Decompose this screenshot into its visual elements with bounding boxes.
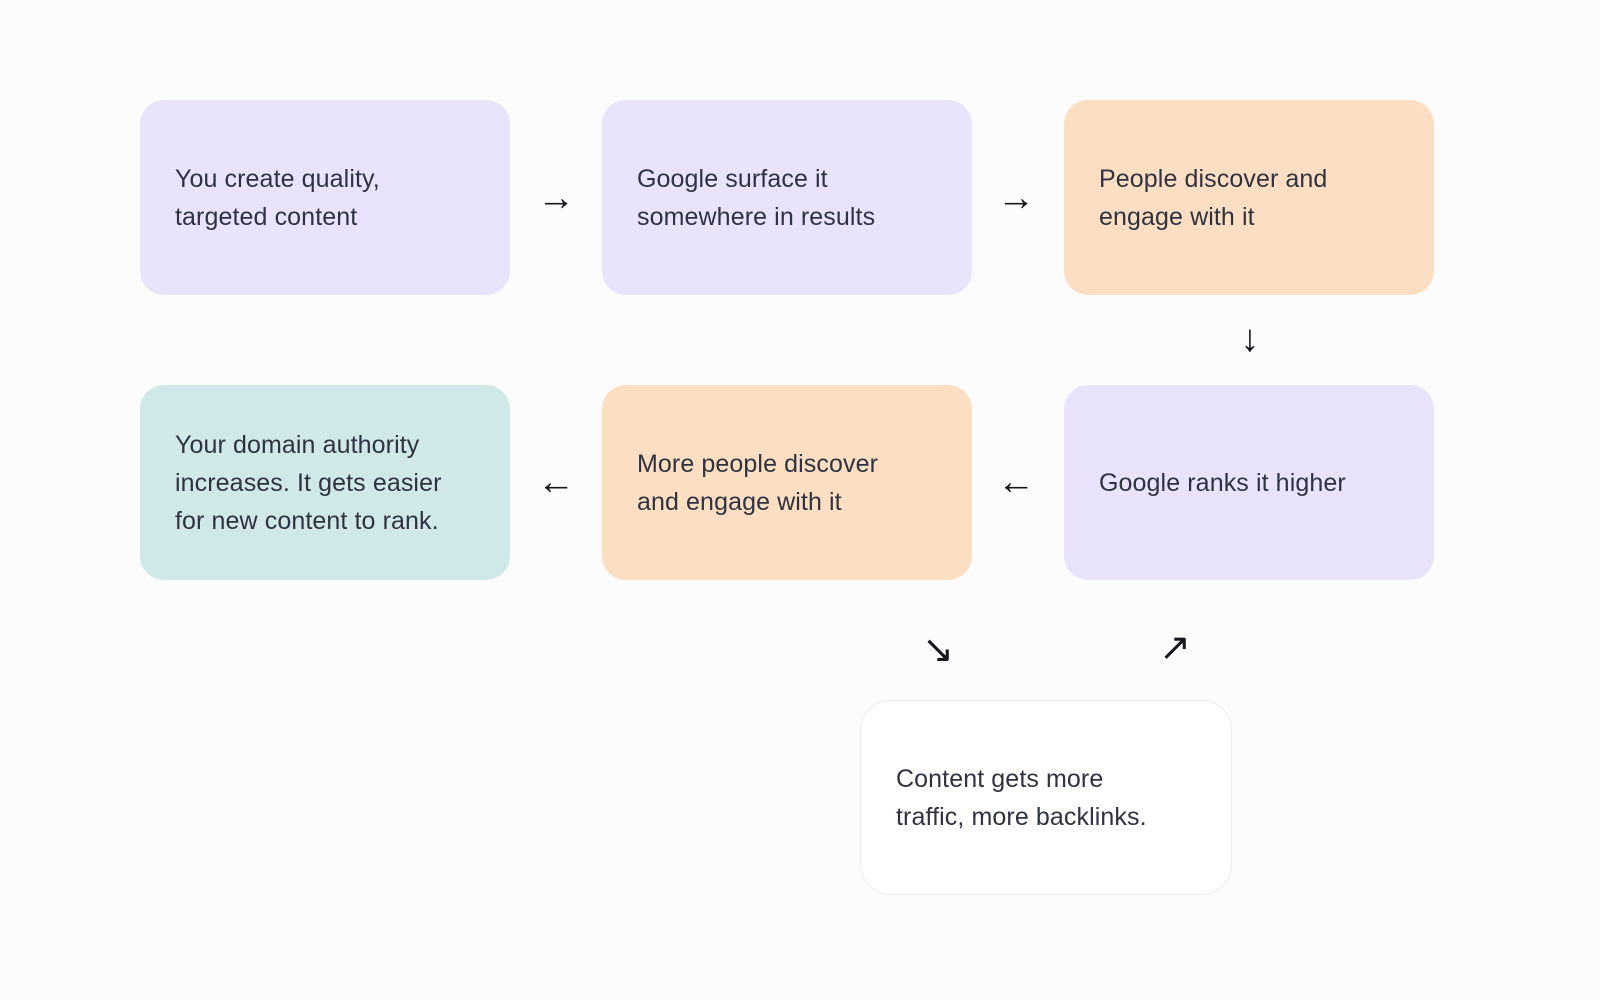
node-google-surfaces: Google surface it somewhere in results (602, 100, 972, 295)
node-google-surfaces-text: Google surface it somewhere in results (637, 164, 876, 231)
right-arrow-icon: → (537, 177, 575, 219)
node-domain-authority-text: Your domain authority increases. It gets… (175, 430, 442, 535)
right-arrow-icon: → (997, 177, 1035, 219)
down-arrow-icon: ↓ (1240, 318, 1260, 360)
node-create-content-text: You create quality, targeted content (175, 164, 380, 231)
down-right-arrow-icon: ↘ (922, 629, 954, 671)
node-content-traffic-text: Content gets more traffic, more backlink… (896, 764, 1147, 831)
node-google-ranks-text: Google ranks it higher (1099, 468, 1346, 497)
node-more-people-text: More people discover and engage with it (637, 449, 879, 516)
up-right-arrow-icon: ↗ (1159, 627, 1191, 669)
node-google-ranks: Google ranks it higher (1064, 385, 1434, 580)
node-people-discover-text: People discover and engage with it (1099, 164, 1328, 231)
left-arrow-icon: ← (997, 461, 1035, 503)
node-more-people: More people discover and engage with it (602, 385, 972, 580)
node-create-content: You create quality, targeted content (140, 100, 510, 295)
node-content-traffic: Content gets more traffic, more backlink… (860, 700, 1232, 895)
left-arrow-icon: ← (537, 461, 575, 503)
node-domain-authority: Your domain authority increases. It gets… (140, 385, 510, 580)
node-people-discover: People discover and engage with it (1064, 100, 1434, 295)
